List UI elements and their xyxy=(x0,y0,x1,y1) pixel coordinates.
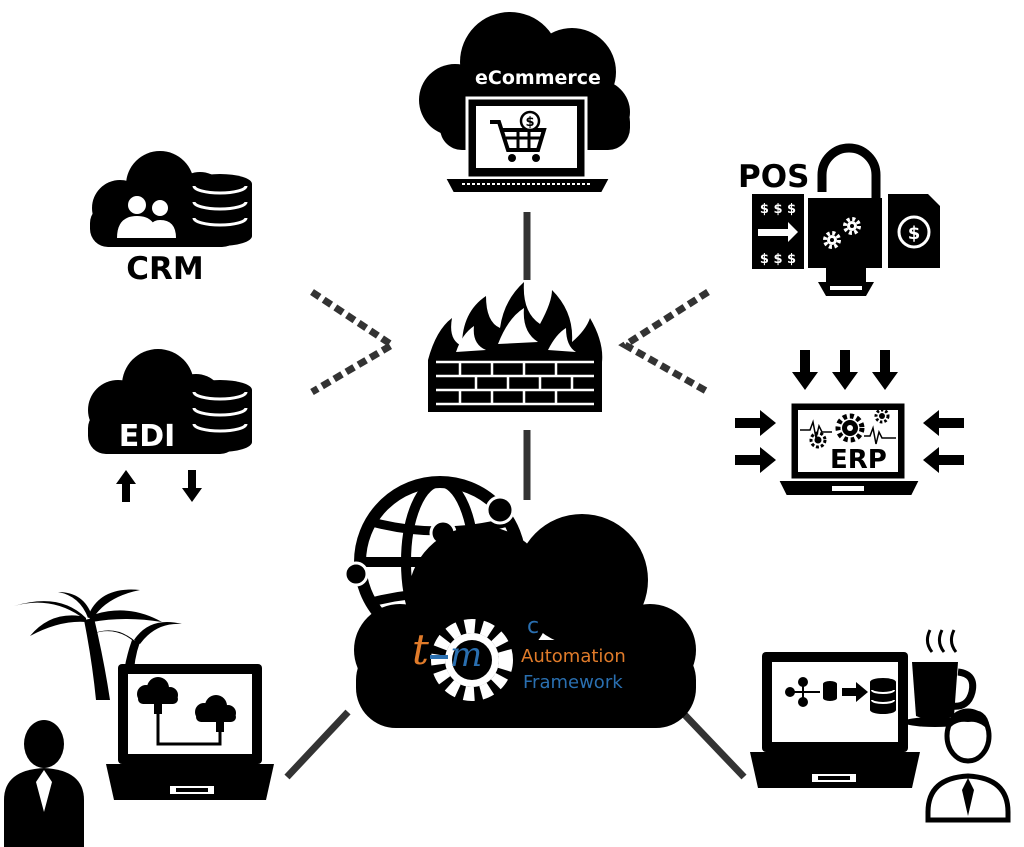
arrows-down-icon xyxy=(792,350,898,390)
crm-node: CRM xyxy=(90,151,252,287)
pos-label: POS xyxy=(738,159,809,195)
arrow-up-icon xyxy=(116,470,136,502)
connector-pos-erp-dashed xyxy=(618,289,710,396)
svg-text:$: $ xyxy=(908,223,921,244)
crm-label: CRM xyxy=(126,251,203,287)
connector-cloud-right-laptop xyxy=(679,709,747,780)
erp-label: ERP xyxy=(830,445,887,475)
logo-text-framework: Framework xyxy=(523,672,623,693)
database-icon xyxy=(188,174,252,246)
laptop-icon xyxy=(750,652,920,788)
users-icon xyxy=(117,196,176,238)
connectors xyxy=(284,212,747,780)
logo-letter-t: t xyxy=(412,625,429,674)
arrow-down-icon xyxy=(182,470,202,502)
logo-letter-c: c xyxy=(527,614,539,639)
receipt-icon: $ $ $ $ $ $ xyxy=(752,194,804,269)
erp-node: ERP xyxy=(735,350,964,497)
firewall-icon xyxy=(428,282,603,412)
laptop-icon xyxy=(106,664,274,800)
laptop-icon xyxy=(443,96,612,194)
ecommerce-label: eCommerce xyxy=(475,67,601,89)
gear-icon xyxy=(431,619,513,701)
ecommerce-node: eCommerce $ xyxy=(419,12,630,194)
arrows-left-icon xyxy=(923,410,964,473)
central-cloud-node: t m c Automation Framework xyxy=(343,476,696,728)
edi-label: EDI xyxy=(119,419,176,454)
logo-letter-m: m xyxy=(450,635,482,675)
data-flow-icon xyxy=(785,677,896,714)
database-icon xyxy=(188,380,252,452)
businessman-avatar xyxy=(925,708,1011,823)
office-user-node xyxy=(750,629,1011,823)
pos-terminal-icon xyxy=(808,198,882,296)
dollar-icon: $ xyxy=(525,115,534,130)
svg-text:$ $ $: $ $ $ xyxy=(760,202,796,217)
remote-user-node xyxy=(4,589,274,847)
svg-text:$ $ $: $ $ $ xyxy=(760,252,796,267)
logo-text-automation: Automation xyxy=(521,646,626,667)
shopping-cart-icon: $ xyxy=(490,110,547,162)
tmc-logo: t m c Automation Framework xyxy=(412,614,626,701)
lock-shackle-icon xyxy=(817,143,881,200)
gears-icon xyxy=(809,408,890,449)
connector-cloud-left-laptop xyxy=(284,709,351,780)
document-dollar-icon: $ xyxy=(888,194,940,268)
signal-line xyxy=(864,425,896,445)
connector-crm-edi-dashed xyxy=(310,289,399,396)
pos-node: POS $ $ $ $ $ $ $ xyxy=(738,143,940,296)
edi-node: EDI xyxy=(88,349,252,502)
arrows-right-icon xyxy=(735,410,776,473)
network-clouds-icon xyxy=(137,677,236,746)
businessman-avatar xyxy=(4,720,84,847)
